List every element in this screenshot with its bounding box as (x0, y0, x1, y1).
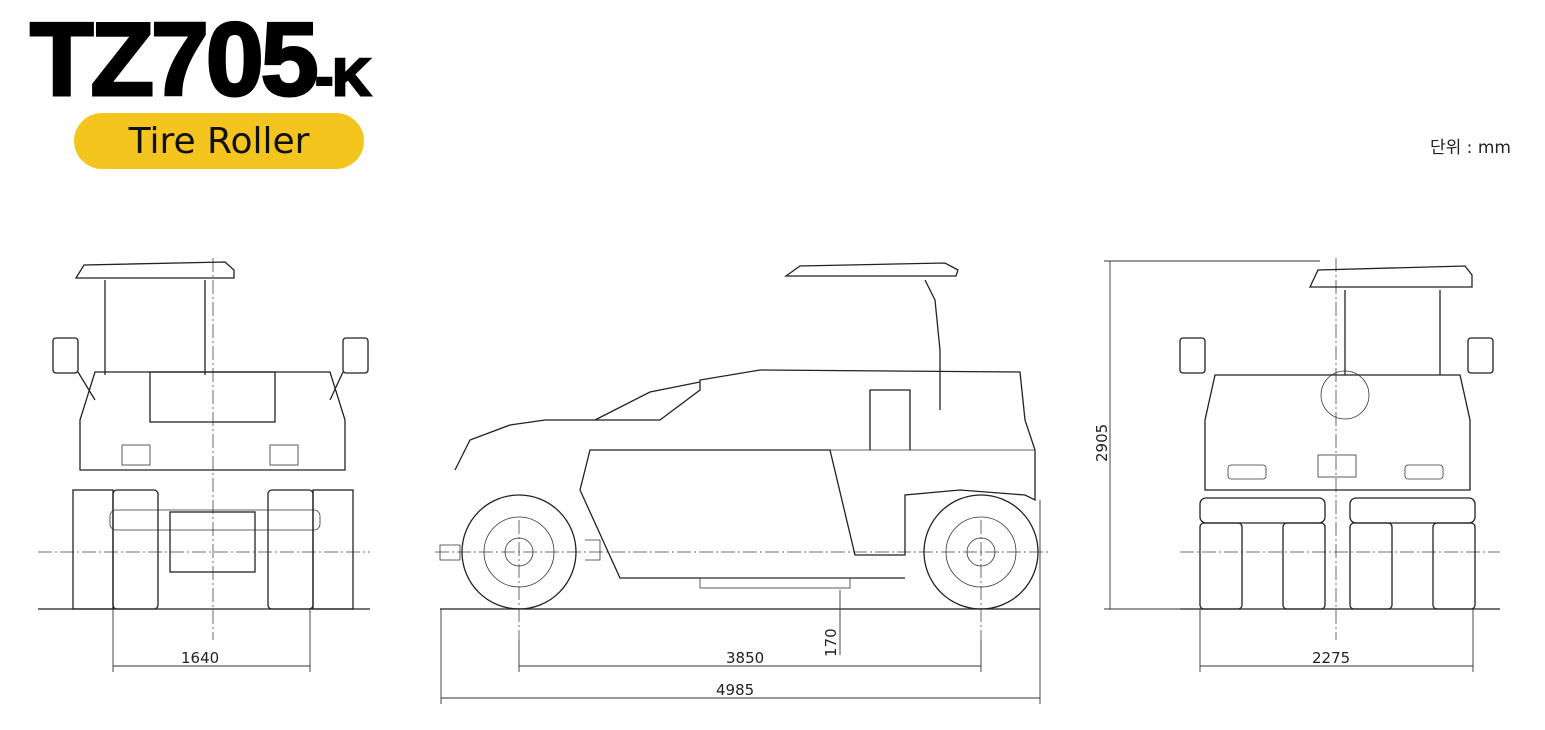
model-suffix: -K (314, 49, 372, 107)
side-view (435, 262, 1050, 640)
front-view (38, 258, 370, 640)
overall-length-value: 4985 (716, 681, 754, 699)
front-width-value: 1640 (181, 649, 219, 667)
dimension-front-width: 1640 (112, 609, 311, 672)
ground-clearance-value: 170 (822, 628, 840, 657)
overall-height-value: 2905 (1093, 424, 1111, 462)
rear-view (1179, 258, 1500, 640)
model-name: TZ705 (29, 2, 321, 118)
dimension-overall-height: 2905 (1093, 260, 1320, 610)
dimension-overall-width: 2275 (1199, 609, 1474, 672)
model-title: TZ705-K (29, 7, 372, 114)
wheelbase-value: 3850 (726, 649, 764, 667)
dimension-wheelbase: 3850 (518, 640, 982, 672)
dimension-ground-clearance: 170 (822, 590, 841, 657)
type-badge: Tire Roller (74, 113, 364, 169)
dimension-overall-length: 4985 (440, 500, 1041, 704)
unit-label: 단위 : mm (1430, 138, 1511, 158)
overall-width-value: 2275 (1312, 649, 1350, 667)
